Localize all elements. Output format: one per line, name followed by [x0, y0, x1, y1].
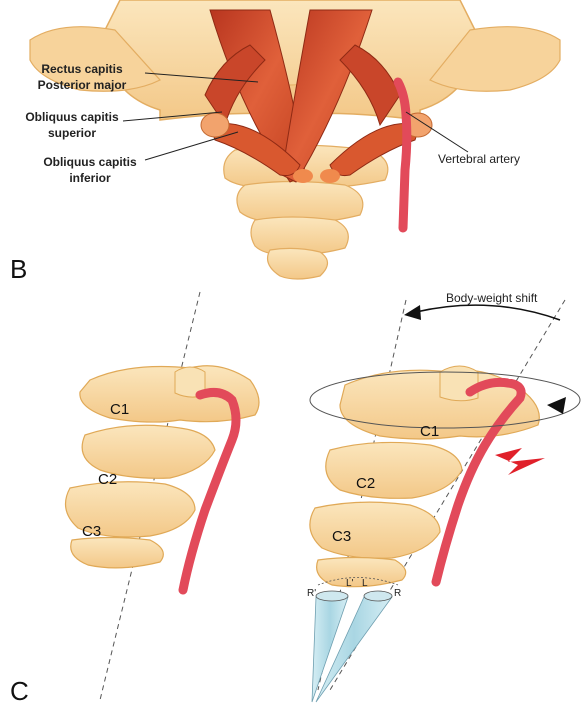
label-vertebral-artery: Vertebral artery: [438, 152, 520, 166]
cone-label-l: L: [362, 578, 368, 589]
right-cervical-column: [310, 366, 539, 587]
body-weight-shift-arrow: [416, 305, 560, 320]
label-rectus-line1: Rectus capitis: [41, 62, 123, 76]
panel-letter-c: C: [10, 676, 29, 706]
lightning-icon: [495, 448, 545, 475]
cone-label-l-prime: L': [346, 578, 354, 589]
label-rectus-line2: Posterior major: [38, 78, 127, 92]
rotation-cones: [312, 578, 398, 703]
cone-label-r: R: [394, 588, 401, 599]
cone-label-r-prime: R': [307, 588, 316, 599]
right-label-c3: C3: [332, 528, 351, 545]
right-label-c2: C2: [356, 475, 375, 492]
label-obliquus-superior-line1: Obliquus capitis: [25, 110, 119, 124]
panel-c: C1 C2 C3 C1 C2 C3 Body-weight shift: [10, 291, 580, 706]
left-label-c3: C3: [82, 523, 101, 540]
panel-b: Rectus capitis Posterior major Obliquus …: [10, 0, 560, 284]
rotation-arrowhead: [547, 397, 566, 414]
label-obliquus-superior-line2: superior: [48, 126, 96, 140]
label-obliquus-inferior-line1: Obliquus capitis: [43, 155, 137, 169]
body-weight-shift-label: Body-weight shift: [446, 291, 538, 305]
label-obliquus-inferior-line2: inferior: [69, 171, 111, 185]
shift-arrowhead: [404, 305, 421, 320]
right-label-c1: C1: [420, 423, 439, 440]
left-label-c2: C2: [98, 471, 117, 488]
panel-letter-b: B: [10, 254, 27, 284]
left-label-c1: C1: [110, 401, 129, 418]
